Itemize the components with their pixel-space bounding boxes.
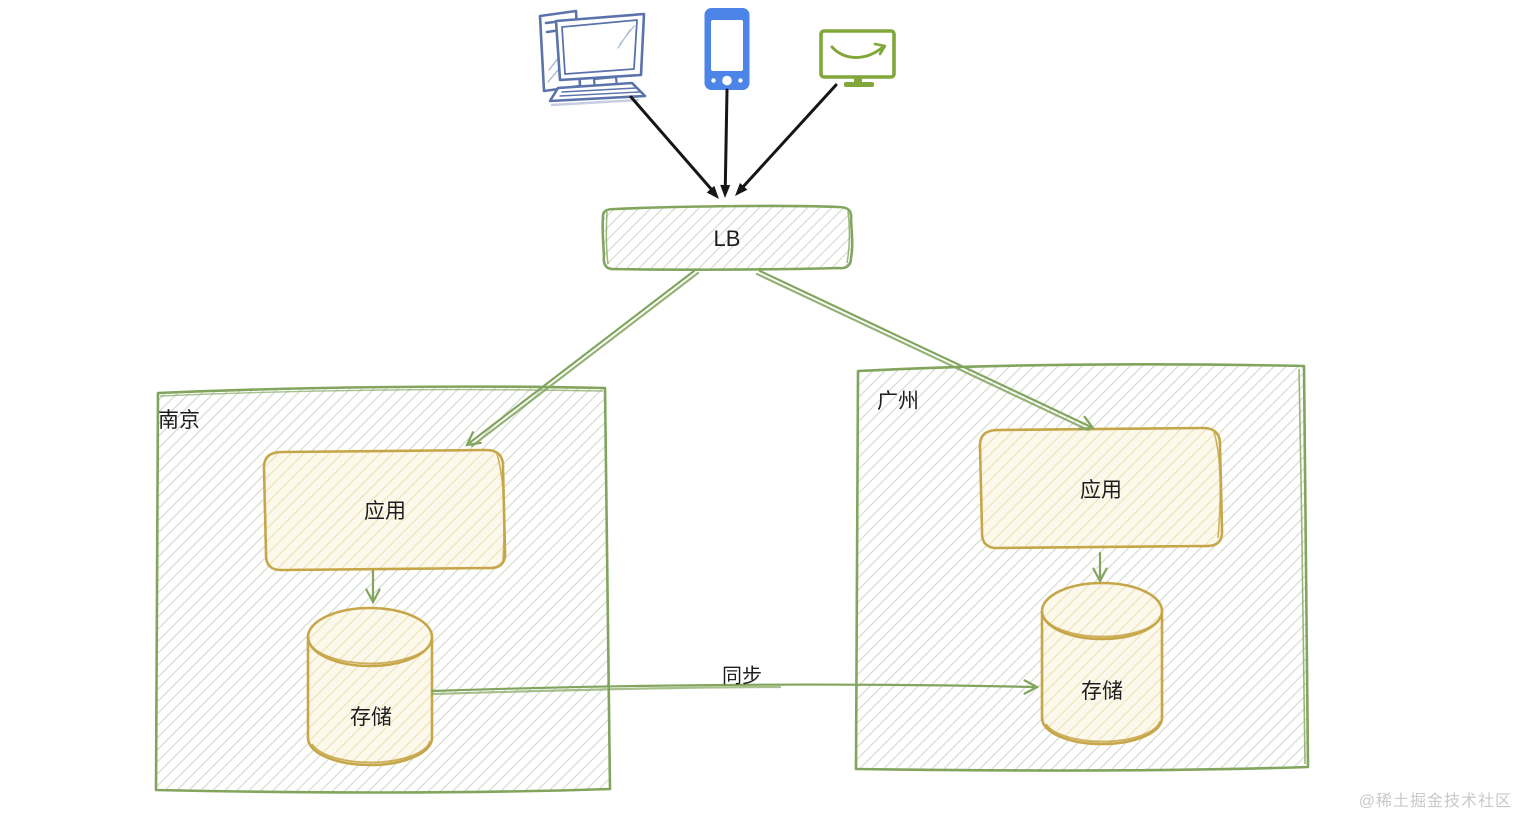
arrow-lb-to-guangzhou [755, 269, 1096, 432]
arrow-desktop-to-lb [629, 95, 719, 199]
guangzhou-storage-cylinder [1040, 581, 1164, 746]
load-balancer-label: LB [713, 226, 741, 251]
arrow-tv-to-lb [735, 83, 838, 196]
arrow-sync-storage-to-storage [430, 679, 1040, 696]
region-guangzhou-label: 广州 [877, 390, 919, 413]
arrow-guangzhou-app-to-storage [1092, 551, 1108, 584]
smart-tv-icon [819, 29, 896, 87]
arrow-mobile-to-lb [720, 88, 731, 198]
load-balancer-box [601, 204, 854, 271]
nanjing-storage-label: 存储 [350, 706, 392, 729]
watermark-text: @稀土掘金技术社区 [1358, 793, 1512, 810]
arrow-lb-to-nanjing [465, 269, 700, 448]
region-nanjing-label: 南京 [158, 409, 200, 432]
arrow-nanjing-app-to-storage [365, 569, 381, 605]
desktop-computer-icon [538, 9, 647, 107]
guangzhou-app-box [978, 426, 1224, 550]
nanjing-storage-cylinder [306, 606, 434, 767]
guangzhou-storage-label: 存储 [1081, 680, 1123, 703]
guangzhou-app-label: 应用 [1080, 479, 1122, 502]
sync-arrow-label: 同步 [722, 665, 762, 688]
nanjing-app-box [262, 448, 507, 572]
nanjing-app-label: 应用 [364, 500, 406, 523]
smartphone-icon [704, 8, 750, 90]
